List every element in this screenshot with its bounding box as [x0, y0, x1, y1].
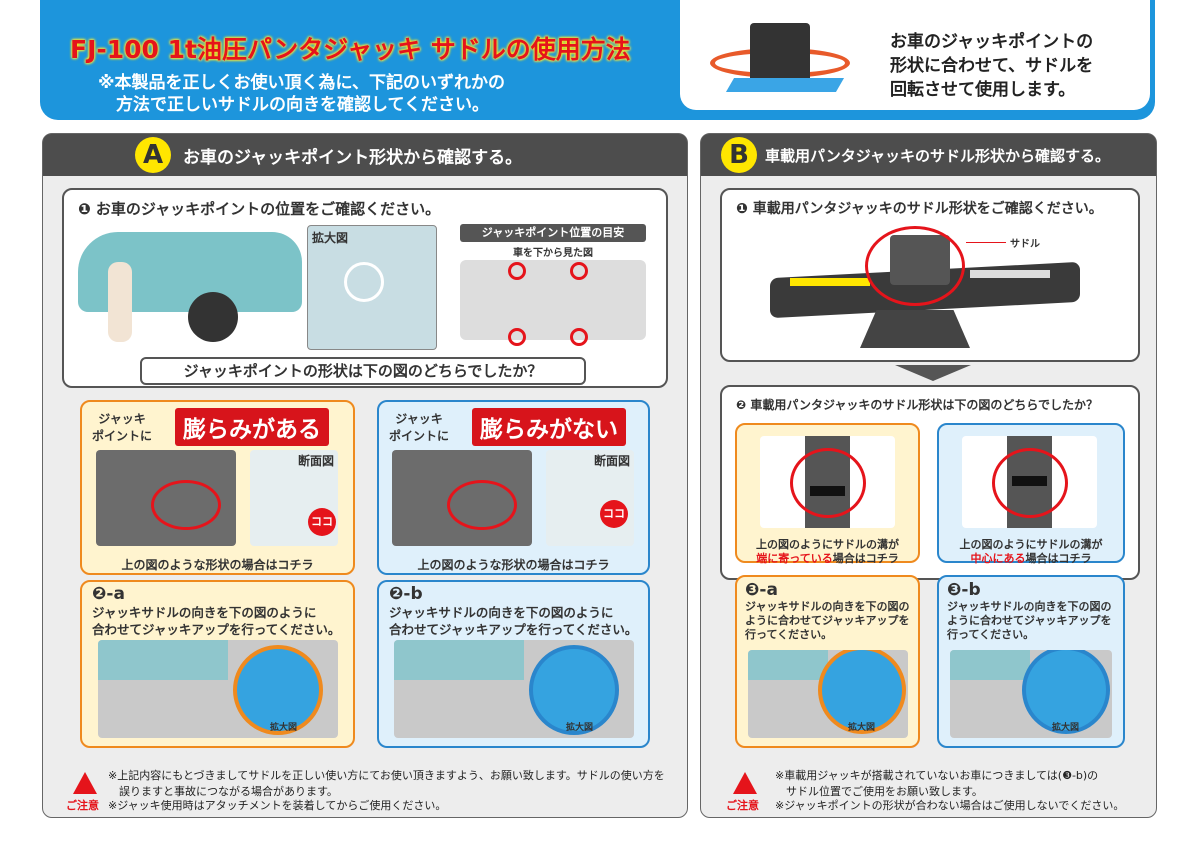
step1-a-heading: ❶ お車のジャッキポイントの位置をご確認ください。 — [78, 200, 441, 218]
guide-title: ジャッキポイント位置の目安 — [460, 224, 646, 242]
jack-point-circle — [344, 262, 384, 302]
option-no-bulge-prefix: ジャッキ ポイントに — [389, 412, 450, 443]
step2a-number: ❷-a — [92, 584, 125, 604]
step3b-illustration: 拡大図 — [950, 650, 1112, 738]
guide-subtitle: 車を下から見た図 — [513, 248, 593, 259]
saddle-rotation-illustration — [710, 18, 850, 98]
no-bulge-photo — [392, 450, 532, 546]
saddle-label: サドル — [1010, 239, 1040, 250]
here-marker: ココ — [308, 508, 336, 536]
step2b-text: ジャッキサドルの向きを下の図のように 合わせてジャッキアップを行ってください。 — [389, 605, 638, 637]
zoom-label: 拡大図 — [848, 723, 876, 733]
caption-rest: 場合はコチラ — [832, 552, 899, 565]
panel-b-header: B 車載用パンタジャッキのサドル形状から確認する。 — [701, 134, 1156, 176]
step3b-text: ジャッキサドルの向きを下の図の ように合わせてジャッキアップを 行ってください。 — [947, 600, 1112, 641]
car-jacking-illustration — [78, 222, 302, 350]
pantograph-jack-illustration — [760, 226, 1090, 350]
caution-label-b: ご注意 — [726, 799, 759, 812]
bulge-section-diagram: 断面図 ココ — [250, 450, 338, 546]
caption-rest: 場合はコチラ — [1025, 552, 1092, 565]
warning-icon — [73, 772, 97, 794]
zoom-label: 拡大図 — [312, 231, 349, 245]
option-saddle-edge-line1: 上の図のようにサドルの溝が — [756, 538, 899, 551]
saddle-edge-photo — [760, 436, 895, 528]
option-bulge-prefix: ジャッキ ポイントに — [92, 412, 153, 443]
panel-b-title: 車載用パンタジャッキのサドル形状から確認する。 — [765, 146, 1111, 165]
caution-label-a: ご注意 — [66, 799, 99, 812]
step1-b-heading: ❶ 車載用パンタジャッキのサドル形状をご確認ください。 — [736, 201, 1103, 217]
option-saddle-center-line2: 中心にある場合はコチラ — [937, 550, 1125, 566]
option-saddle-center-line1: 上の図のようにサドルの溝が — [959, 538, 1103, 551]
warning-icon — [733, 772, 757, 794]
header-note-box — [680, 0, 1150, 110]
here-marker: ココ — [600, 500, 628, 528]
option-no-bulge-caption: 上の図のような形状の場合はコチラ — [417, 558, 610, 572]
step2a-illustration: 拡大図 — [98, 640, 338, 738]
step3b-number: ❸-b — [947, 580, 981, 600]
page-title: FJ-100 1t油圧パンタジャッキ サドルの使用方法 — [70, 35, 631, 64]
saddle-center-photo — [962, 436, 1097, 528]
zoom-jack-point-image: 拡大図 — [307, 225, 437, 350]
caution-b-1: ※車載用ジャッキが搭載されていないお車につきましては(❸-b)の サドル位置でご… — [775, 769, 1099, 798]
step2-b-heading: ❷ 車載用パンタジャッキのサドル形状は下の図のどちらでしたか？ — [736, 398, 1098, 412]
section-label: 断面図 — [593, 454, 630, 468]
step3a-text: ジャッキサドルの向きを下の図の ように合わせてジャッキアップを 行ってください。 — [745, 600, 910, 641]
down-arrow — [895, 365, 971, 381]
car-underside-diagram — [460, 260, 646, 346]
no-bulge-section-diagram: 断面図 ココ — [546, 450, 634, 546]
emphasis: 中心にある — [970, 552, 1026, 565]
step3a-number: ❸-a — [745, 580, 778, 600]
subtitle-line2: 方法で正しいサドルの向きを確認してください。 — [116, 95, 489, 115]
option-bulge-caption: 上の図のような形状の場合はコチラ — [121, 558, 314, 572]
step3a-illustration: 拡大図 — [748, 650, 908, 738]
panel-a-title: お車のジャッキポイント形状から確認する。 — [183, 147, 523, 168]
emphasis: 端に寄っている — [756, 552, 833, 565]
question-a: ジャッキポイントの形状は下の図のどちらでしたか？ — [140, 357, 586, 385]
caution-a-1: ※上記内容にもとづきましてサドルを正しい使い方にてお使い頂きますよう、お願い致し… — [108, 769, 665, 798]
zoom-label: 拡大図 — [566, 723, 594, 733]
zoom-label: 拡大図 — [1052, 723, 1080, 733]
section-label: 断面図 — [297, 454, 334, 468]
panel-a-header: A お車のジャッキポイント形状から確認する。 — [43, 134, 687, 176]
step2b-illustration: 拡大図 — [394, 640, 634, 738]
caution-a-2: ※ジャッキ使用時はアタッチメントを装着してからご使用ください。 — [108, 799, 447, 812]
option-saddle-edge-line2: 端に寄っている場合はコチラ — [735, 550, 920, 566]
option-no-bulge-label: 膨らみがない — [472, 408, 626, 446]
zoom-label: 拡大図 — [270, 723, 298, 733]
header-note: お車のジャッキポイントの 形状に合わせて、サドルを 回転させて使用します。 — [890, 32, 1094, 100]
saddle-leader-line — [966, 242, 1006, 243]
badge-a: A — [135, 137, 171, 173]
bulge-photo — [96, 450, 236, 546]
subtitle-line1: ※本製品を正しくお使い頂く為に、下記のいずれかの — [98, 73, 506, 93]
option-bulge-label: 膨らみがある — [175, 408, 329, 446]
caution-b-2: ※ジャッキポイントの形状が合わない場合はご使用しないでください。 — [775, 799, 1125, 812]
badge-b: B — [721, 137, 757, 173]
step2a-text: ジャッキサドルの向きを下の図のように 合わせてジャッキアップを行ってください。 — [92, 605, 341, 637]
step2b-number: ❷-b — [389, 584, 423, 604]
